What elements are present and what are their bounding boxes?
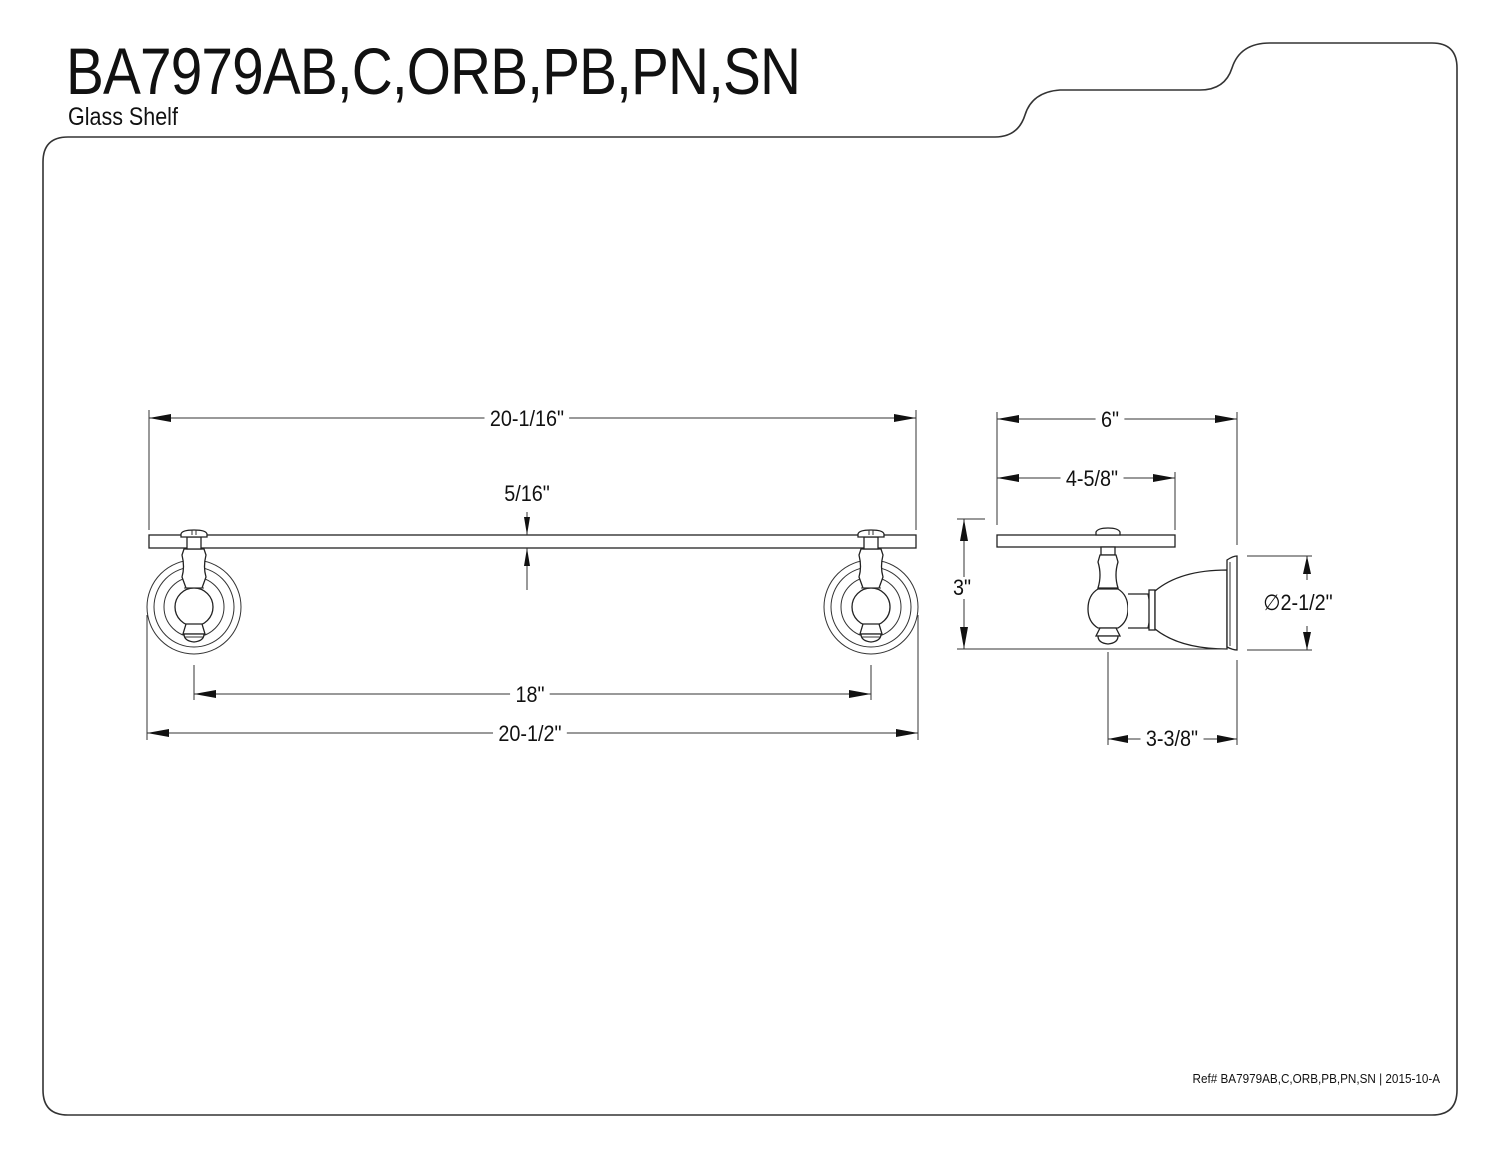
product-name: Glass Shelf	[68, 103, 178, 131]
arrow-head	[147, 729, 169, 737]
dim-label-overall-length: 20-1/2"	[493, 723, 567, 745]
arrow-head	[1303, 556, 1311, 574]
arrow-head	[894, 414, 916, 422]
arrow-head	[960, 519, 968, 541]
reference-footer: Ref# BA7979AB,C,ORB,PB,PN,SN | 2015-10-A	[1192, 1071, 1440, 1086]
dim-label-glass-depth: 4-5/8"	[1060, 468, 1124, 490]
glass-shelf-side	[996, 534, 1176, 548]
arrow-head	[960, 627, 968, 649]
arrow-head	[1108, 735, 1128, 743]
dim-label-overall-depth: 6"	[1095, 409, 1125, 431]
arrow-head	[149, 414, 171, 422]
glass-shelf-front	[148, 534, 917, 549]
dim-label-mounting-centers: 18"	[510, 684, 550, 706]
arrow-head	[997, 474, 1019, 482]
arrow-head	[896, 729, 918, 737]
arrow-head	[524, 517, 530, 535]
dim-label-flange-diameter: ∅2-1/2"	[1257, 592, 1339, 614]
arrow-head	[194, 690, 216, 698]
dim-label-glass-thickness: 5/16"	[504, 481, 550, 506]
arrow-head	[849, 690, 871, 698]
arrow-head	[524, 548, 530, 566]
dim-label-projection: 3-3/8"	[1140, 728, 1204, 750]
arrow-head	[1215, 415, 1237, 423]
side-view	[957, 412, 1312, 745]
arrow-head	[1153, 474, 1175, 482]
model-number-title: BA7979AB,C,ORB,PB,PN,SN	[66, 34, 801, 108]
dim-label-height: 3"	[947, 577, 977, 599]
arrow-head	[1217, 735, 1237, 743]
dim-label-glass-length: 20-1/16"	[484, 408, 570, 430]
arrow-head	[1303, 632, 1311, 650]
sheet-frame	[42, 42, 1458, 1116]
arrow-head	[997, 415, 1019, 423]
